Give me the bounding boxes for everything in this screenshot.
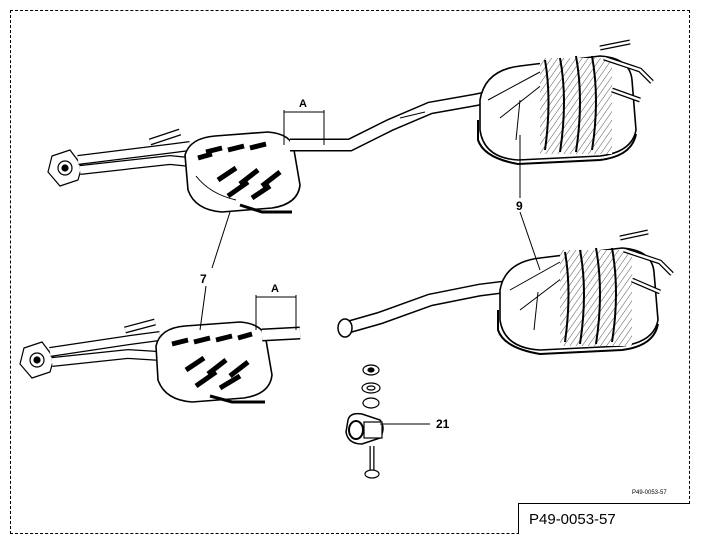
upper-rear-muffler (477, 39, 654, 166)
bolt (364, 446, 380, 479)
upper-exhaust-assembly (47, 39, 654, 214)
lower-front-muffler (155, 321, 273, 404)
callout-21: 21 (436, 417, 450, 431)
lower-pipe-stub (261, 326, 301, 342)
dimension-label-lower: A (271, 283, 279, 295)
small-reference-label: P49-0053-57 (632, 490, 667, 496)
dimension-label-upper: A (299, 98, 307, 110)
lower-rear-pipe (337, 279, 513, 338)
upper-front-pipe (77, 128, 191, 175)
washer (361, 382, 381, 394)
callout-leaders (199, 135, 541, 425)
callout-9: 9 (516, 199, 523, 213)
lower-dimension-a (255, 295, 297, 330)
upper-dimension-a (283, 110, 325, 145)
pipe-clamp (345, 412, 384, 445)
spacer (362, 397, 380, 409)
upper-middle-pipe (290, 89, 497, 152)
reference-code: P49-0053-57 (529, 510, 616, 528)
upper-front-muffler (184, 131, 301, 214)
drawing-frame (10, 10, 690, 534)
lower-front-pipe (49, 318, 161, 367)
lower-exhaust-assembly (19, 229, 674, 404)
nut (362, 364, 380, 376)
reference-code-box: P49-0053-57 (518, 503, 690, 534)
clamp-parts (345, 364, 384, 479)
lower-rear-muffler (497, 229, 674, 356)
callout-7: 7 (200, 272, 207, 286)
upper-flange (47, 149, 83, 187)
lower-flange (19, 341, 55, 379)
